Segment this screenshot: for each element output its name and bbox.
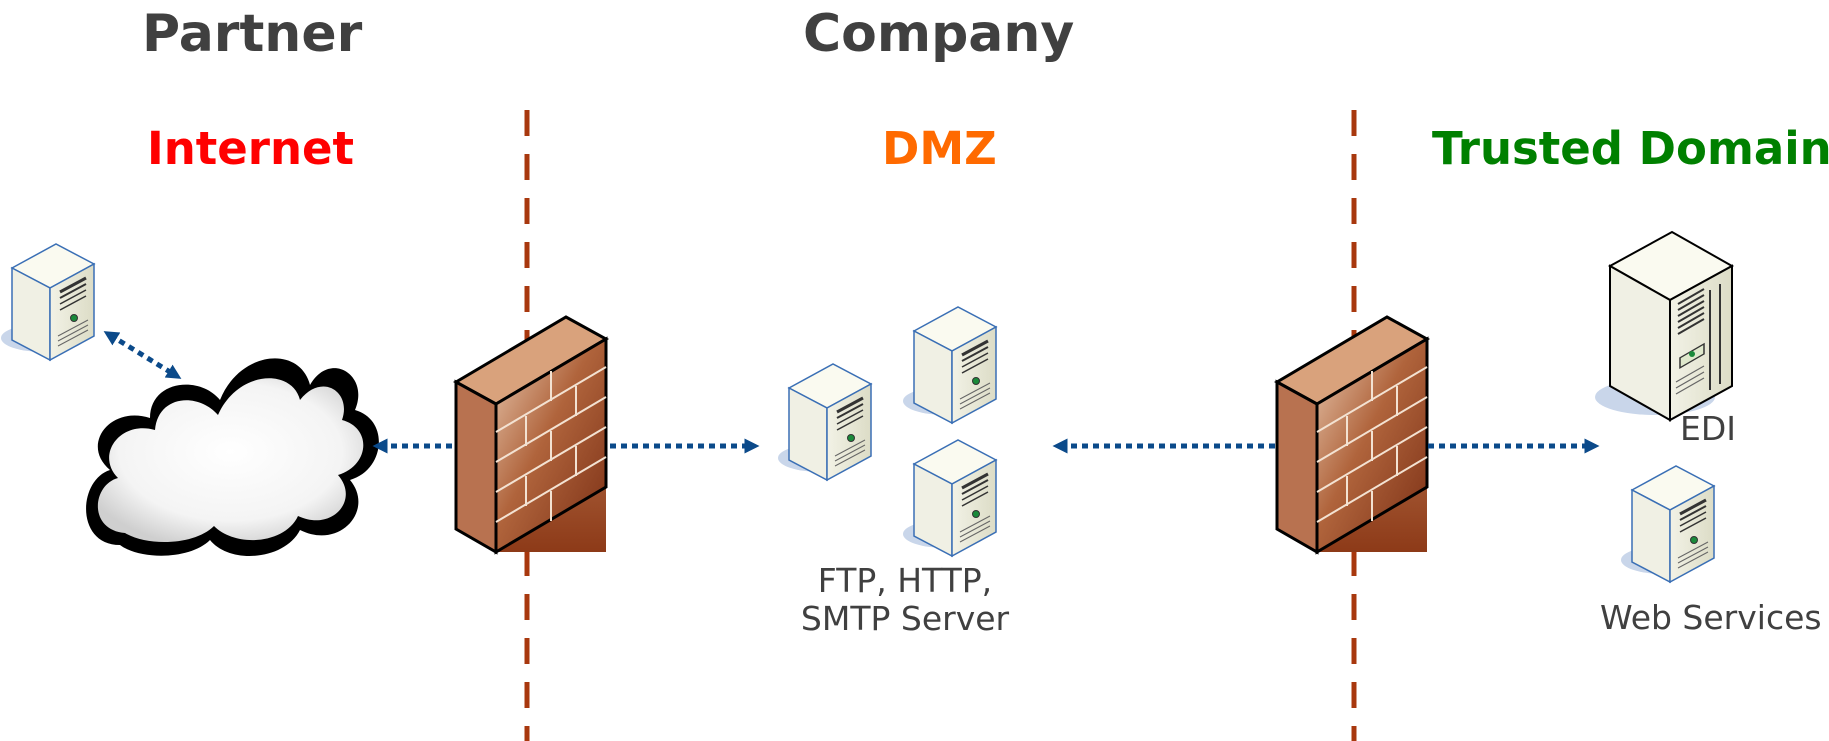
company-header: Company bbox=[803, 4, 1075, 64]
dmz-server-icon-2 bbox=[901, 305, 998, 425]
edi-tower-server-icon bbox=[1595, 230, 1735, 422]
partner-server-icon bbox=[0, 242, 96, 362]
dmz-servers-caption-line2: SMTP Server bbox=[800, 599, 1010, 638]
zone-trusted-label: Trusted Domain bbox=[1432, 122, 1829, 175]
zone-dmz-label: DMZ bbox=[882, 122, 997, 175]
firewall-icon-2 bbox=[1275, 315, 1429, 554]
dmz-servers-caption-line1: FTP, HTTP, bbox=[817, 561, 993, 600]
dmz-server-icon-1 bbox=[776, 362, 873, 482]
web-services-caption: Web Services bbox=[1600, 598, 1822, 637]
internet-cloud-icon bbox=[86, 358, 379, 557]
zone-internet-label: Internet bbox=[147, 122, 355, 175]
dmz-server-icon-3 bbox=[901, 438, 998, 558]
firewall-icon-1 bbox=[454, 315, 608, 554]
partner-cloud-arrow-icon bbox=[103, 331, 182, 379]
web-services-server-icon bbox=[1619, 464, 1716, 584]
edi-caption: EDI bbox=[1680, 409, 1736, 448]
partner-header: Partner bbox=[142, 4, 363, 64]
